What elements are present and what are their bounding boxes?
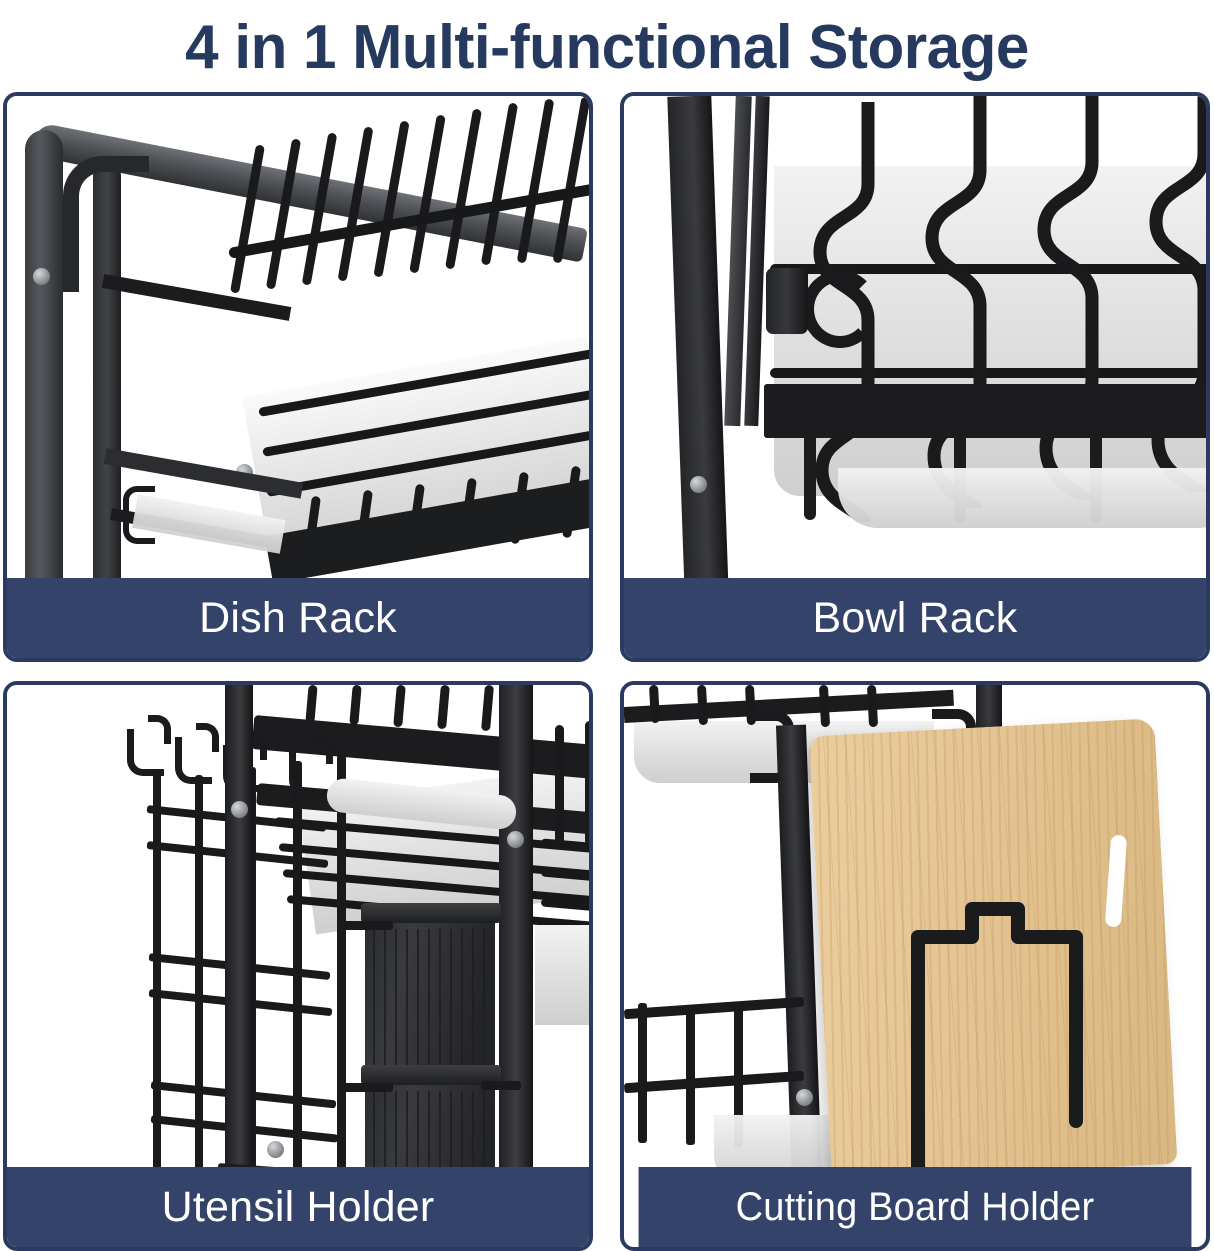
panel-label-dish-rack: Dish Rack [7, 578, 589, 658]
dish-tine [481, 685, 494, 732]
dish-tine [555, 725, 564, 845]
utensil-cup [361, 1065, 501, 1167]
utensil-cup-ribs [373, 929, 487, 1067]
dish-tine [866, 685, 879, 728]
rack-frame-arc [63, 156, 149, 292]
dish-tine [649, 685, 660, 724]
dish-tine [585, 721, 589, 845]
dish-rack-photo [7, 96, 589, 578]
dish-tine [265, 138, 302, 290]
feature-panel-cutting-board-holder[interactable]: Cutting Board Holder [620, 681, 1210, 1251]
dish-tine [409, 114, 446, 274]
utensil-cup-rim [361, 1065, 501, 1085]
feature-panel-dish-rack[interactable]: Dish Rack [3, 92, 593, 662]
basket-vertical-wire [293, 761, 302, 1167]
cup-support-arm [481, 1081, 521, 1090]
dish-tine [393, 685, 406, 728]
bowl-rack-hook-icon [802, 270, 878, 348]
dish-tine [696, 685, 709, 726]
dish-tine [305, 685, 318, 724]
frame-crossbar [101, 274, 292, 321]
tray-edge [535, 925, 589, 1025]
bowl-divider-wire [924, 96, 987, 518]
frame-rivet [267, 1141, 284, 1158]
cutting-board-holder-bracket [900, 873, 1100, 1167]
basket-wire [624, 1070, 805, 1094]
frame-rivet [33, 268, 50, 285]
feature-panel-utensil-holder[interactable]: Utensil Holder [3, 681, 593, 1251]
bowl-tray-bottom-edge [838, 468, 1206, 528]
rack-vertical-post [225, 685, 253, 1167]
hanging-hook-icon [175, 723, 219, 784]
page-title: 4 in 1 Multi-functional Storage [185, 13, 1029, 82]
frame-rivet [231, 801, 248, 818]
utensil-holder-photo [7, 685, 589, 1167]
basket-wire [638, 1003, 647, 1143]
cup-support-arm [337, 921, 393, 930]
hanging-hook-icon [127, 715, 171, 776]
utensil-cup-rim [361, 903, 501, 923]
frame-rivet [690, 476, 707, 493]
feature-panel-grid: Dish Rack [0, 92, 1214, 1251]
rack-left-post-outer [25, 130, 63, 578]
bowl-divider-wire [1148, 96, 1206, 502]
dish-tine [437, 685, 450, 730]
frame-rivet [796, 1089, 813, 1106]
panel-label-cutting-board-holder: Cutting Board Holder [638, 1167, 1192, 1247]
rack-vertical-post [499, 685, 533, 1167]
feature-panel-bowl-rack[interactable]: Bowl Rack [620, 92, 1210, 662]
basket-vertical-wire [195, 775, 203, 1167]
basket-wire [686, 1005, 695, 1145]
dish-tine [349, 685, 362, 726]
bowl-rack-rail [770, 264, 1206, 274]
utensil-cup [361, 903, 501, 1075]
utensil-cup-ribs [373, 1091, 487, 1167]
cup-support-arm [337, 1083, 393, 1092]
cutting-board-holder-photo [624, 685, 1206, 1167]
dish-tine [445, 108, 482, 270]
rack-vertical-post [667, 96, 729, 578]
basket-wire [624, 996, 805, 1020]
panel-label-bowl-rack: Bowl Rack [624, 578, 1206, 658]
hanging-hook-icon [289, 735, 333, 796]
bowl-rack-photo [624, 96, 1206, 578]
bowl-rack-rail [770, 368, 1206, 378]
panel-label-utensil-holder: Utensil Holder [7, 1167, 589, 1247]
rack-leg [804, 434, 816, 520]
basket-vertical-wire [153, 769, 161, 1167]
bowl-rack-front-bar [764, 384, 1206, 438]
rack-foot-cap [766, 268, 808, 334]
frame-rivet [507, 831, 524, 848]
basket-wire [734, 1007, 743, 1147]
basket-vertical-wire [337, 755, 346, 1167]
dish-tine [818, 685, 831, 728]
bowl-divider-wire [1036, 96, 1099, 510]
